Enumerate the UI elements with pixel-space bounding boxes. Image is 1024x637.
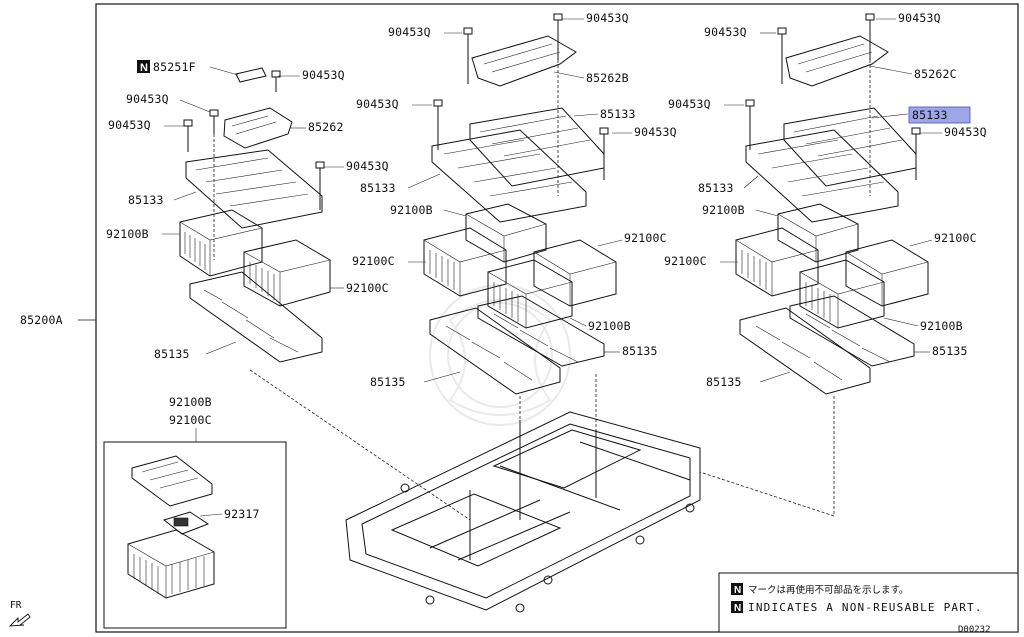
legend-badge-icon-1 [731,583,743,595]
label-85251F[interactable]: 85251F [153,60,196,74]
label-bolt-c2[interactable]: 90453Q [586,11,629,25]
battery-frame [345,411,701,613]
group-center: 90453Q 90453Q 90453Q 90453Q 85262B 85133… [352,11,677,520]
svg-text:N: N [140,62,148,74]
label-92100C-right-right[interactable]: 92100C [934,231,977,245]
module-plate-85133-center-top [469,107,605,187]
battery-module-92100C-right-right [845,239,929,307]
label-bolt-l1[interactable]: 90453Q [302,68,345,82]
tray-85135-left [189,271,323,363]
bolt-icon [745,13,921,180]
module-plate-85133-right-bottom [745,129,899,223]
legend-text-en: INDICATES A NON-REUSABLE PART. [748,601,983,614]
seal-strip [235,67,267,83]
label-bolt-l4[interactable]: 90453Q [346,159,389,173]
label-85133-center-top[interactable]: 85133 [600,107,636,121]
non-reusable-badge-icon [137,60,150,73]
inset-cell-stack [127,529,215,599]
label-85135-left[interactable]: 85135 [154,347,190,361]
inset-box: 92100B 92100C 92317 [103,395,287,629]
tray-85135-center-right [477,295,605,367]
label-92100B-right-bottom[interactable]: 92100B [920,319,963,333]
front-label: FR [10,600,22,611]
bolt-icon [183,70,325,210]
label-92100B-center-bottom[interactable]: 92100B [588,319,631,333]
battery-module-92100C-center-left [423,227,507,297]
highlight-85133 [908,106,971,124]
module-plate-85133-center-bottom [431,129,587,223]
battery-module-92100B-center-bottom [487,259,573,329]
label-bolt-l2[interactable]: 90453Q [126,92,169,106]
label-bolt-c4[interactable]: 90453Q [634,125,677,139]
label-92100C-center-right[interactable]: 92100C [624,231,667,245]
label-85133-left[interactable]: 85133 [128,193,164,207]
label-92100B-center-top[interactable]: 92100B [390,203,433,217]
legend-text-jp: マークは再使用不可部品を示します。 [748,584,909,596]
svg-text:N: N [734,585,741,596]
page-code: D00232 [958,625,991,635]
front-arrow-icon: FR [8,600,31,627]
label-85135-right-right[interactable]: 85135 [932,344,968,358]
label-85135-center-left[interactable]: 85135 [370,375,406,389]
label-92100B-left[interactable]: 92100B [106,227,149,241]
inset-sensor-board [162,511,210,535]
bracket-85262C [785,35,889,87]
battery-module-92100B-right-top [777,203,859,263]
battery-module-92100C-center-right [533,239,617,307]
label-92100C-center-left[interactable]: 92100C [352,254,395,268]
battery-module-92100C-right-left [735,227,819,297]
label-92100C-left[interactable]: 92100C [346,281,389,295]
module-plate-85133-right-top [783,107,917,187]
tray-85135-center-left [429,307,561,395]
group-left: N 85251F 90453Q 90453Q 90453Q 90453Q 852… [106,60,471,521]
label-85133-right-bottom[interactable]: 85133 [698,181,734,195]
label-bolt-r4[interactable]: 90453Q [944,125,987,139]
battery-module-92100B-center-top [465,203,547,263]
legend: N マークは再使用不可部品を示します。 N INDICATES A NON-RE… [718,572,1019,633]
label-85262C[interactable]: 85262C [914,67,957,81]
label-assembly[interactable]: 85200A [20,313,63,327]
label-bolt-r1[interactable]: 90453Q [704,25,747,39]
label-85262B[interactable]: 85262B [586,71,629,85]
label-92100B-right-top[interactable]: 92100B [702,203,745,217]
legend-badge-icon-2 [731,601,743,613]
label-85135-center-right[interactable]: 85135 [622,344,658,358]
label-92317[interactable]: 92317 [224,507,260,521]
battery-module-92100C-left [243,239,331,307]
inset-cover-plate [131,455,213,507]
tray-85135-right-right [789,295,915,367]
bracket-85262B [471,35,577,87]
bolt-icon [433,13,609,180]
label-bolt-r3[interactable]: 90453Q [668,97,711,111]
inset-title-line2[interactable]: 92100C [169,413,212,427]
label-bolt-c3[interactable]: 90453Q [356,97,399,111]
label-bolt-r2[interactable]: 90453Q [898,11,941,25]
label-85133-center-bottom[interactable]: 85133 [360,181,396,195]
battery-module-92100B-right-bottom [799,259,885,329]
label-85262[interactable]: 85262 [308,120,344,134]
label-bolt-c1[interactable]: 90453Q [388,25,431,39]
tray-85135-right-left [739,307,871,395]
bracket-85262 [223,107,293,149]
label-92100C-right-left[interactable]: 92100C [664,254,707,268]
svg-text:N: N [734,603,741,614]
inset-title-line1[interactable]: 92100B [169,395,212,409]
module-plate-85133-left [185,149,323,229]
label-85135-right-left[interactable]: 85135 [706,375,742,389]
label-bolt-l3[interactable]: 90453Q [108,118,151,132]
label-85133-right-top[interactable]: 85133 [912,108,948,122]
group-right: 90453Q 90453Q 90453Q 90453Q 85262C 85133… [664,11,987,517]
diagram-frame [95,3,1019,633]
